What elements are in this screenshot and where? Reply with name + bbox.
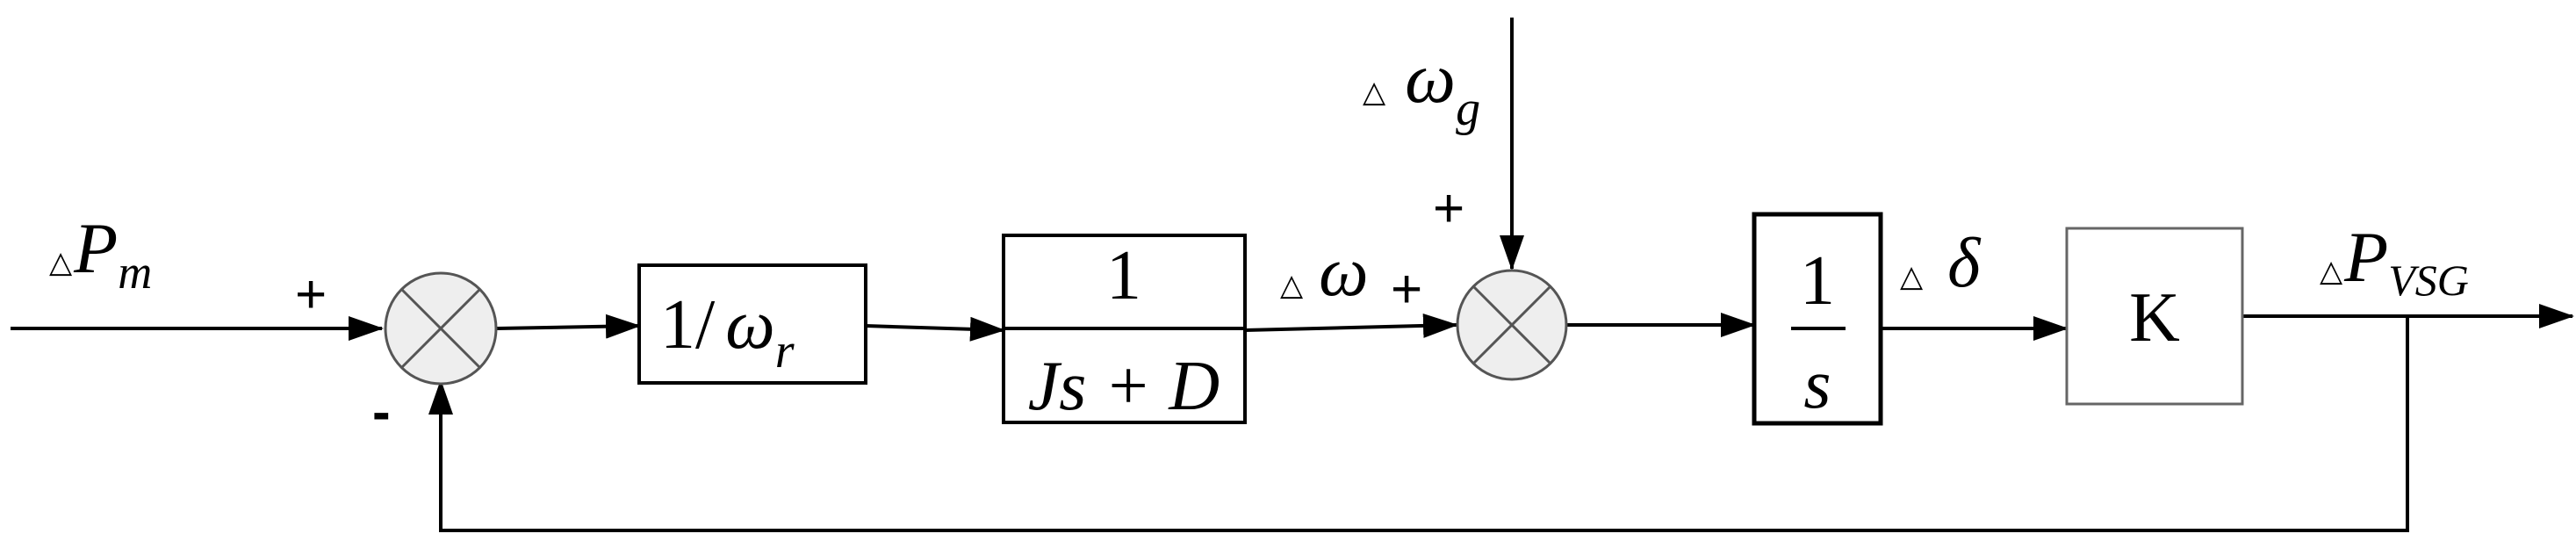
output-label: △PVSG xyxy=(2320,217,2469,305)
sum2-plus-top-sign: + xyxy=(1433,178,1464,239)
gain-k-label: K xyxy=(2129,279,2180,357)
sum1-plus-sign: + xyxy=(295,264,327,325)
inertia-gain-label: 1/ωr xyxy=(660,286,795,379)
input-label: △Pm xyxy=(49,208,152,299)
summing-junction-2 xyxy=(1456,269,1568,381)
integrator-denominator: s xyxy=(1803,346,1831,423)
sum2-plus-left-sign: + xyxy=(1391,259,1422,320)
gain-k-block xyxy=(2065,227,2244,406)
sum1-minus-sign: - xyxy=(372,382,391,443)
omega-mid-label: △ω xyxy=(1280,234,1369,311)
swing-numerator: 1 xyxy=(1106,237,1141,314)
integrator-block xyxy=(1752,212,1883,426)
sum1-to-gain-line xyxy=(496,314,641,339)
gain-to-swing-line xyxy=(865,316,1005,342)
swing-denominator: Js + D xyxy=(1028,348,1220,425)
disturbance-label: △ωg xyxy=(1363,38,1480,136)
summing-junction-1 xyxy=(384,271,498,386)
integrator-numerator: 1 xyxy=(1800,242,1835,320)
feedback-line xyxy=(428,316,2409,532)
delta-angle-label: △δ xyxy=(1900,225,1982,302)
inertia-gain-block xyxy=(637,263,867,385)
swing-to-sum2-line xyxy=(1244,313,1458,338)
